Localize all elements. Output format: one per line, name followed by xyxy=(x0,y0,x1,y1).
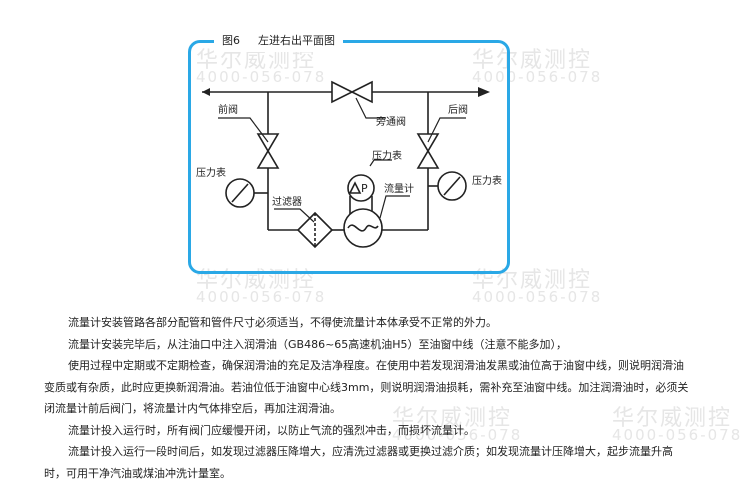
pressure-gauge-right-label: 压力表 xyxy=(472,174,502,187)
front-valve-label: 前阀 xyxy=(218,103,238,116)
differential-pressure-gauge-icon xyxy=(347,174,375,202)
filter-label: 过滤器 xyxy=(272,195,302,208)
paragraph: 使用过程中定期或不定期检查，确保润滑油的充足及洁净程度。在使用中若发现润滑油发黑… xyxy=(44,359,689,415)
bypass-valve-icon xyxy=(331,80,373,104)
inlet-arrow-icon xyxy=(202,88,210,96)
figure-number: 图6 xyxy=(222,34,240,47)
dp-gauge-leader xyxy=(369,159,392,167)
outlet-arrow-icon xyxy=(478,87,490,97)
filter-leader xyxy=(274,208,315,223)
figure-frame xyxy=(188,40,510,274)
paragraph: 流量计投入运行一段时间后，如发现过滤器压降增大，应清洗过滤器或更换过滤介质；如发… xyxy=(44,445,673,480)
rear-valve-icon xyxy=(416,133,440,169)
paragraph: 流量计安装完毕后，从注油口中注入润滑油（GB486~65高速机油H5）至油窗中线… xyxy=(68,337,568,351)
pressure-gauge-right-icon xyxy=(437,171,467,201)
pressure-gauge-mid-label: 压力表 xyxy=(372,149,402,162)
paragraph: 流量计安装管路各部分配管和管件尺寸必须适当，不得使流量计本体承受不正常的外力。 xyxy=(68,316,497,329)
flowmeter-label: 流量计 xyxy=(384,182,414,195)
filter-icon xyxy=(296,211,334,249)
bypass-valve-leader xyxy=(355,97,386,119)
piping-diagram: P 前阀 后阀 旁通阀 压力表 压力表 压力表 过滤器 流量计 xyxy=(196,80,502,249)
front-valve-leader xyxy=(218,117,269,143)
body-text: 流量计安装管路各部分配管和管件尺寸必须适当，不得使流量计本体承受不正常的外力。 … xyxy=(44,312,694,484)
flowmeter-leader xyxy=(379,195,410,219)
pressure-gauge-left-icon xyxy=(225,178,255,208)
figure-caption: 图6 左进右出平面图 xyxy=(214,28,343,52)
rear-valve-leader xyxy=(427,117,466,143)
paragraph: 流量计投入运行时，所有阀门应缓慢开闭，以防止气流的强烈冲击，而损坏流量计。 xyxy=(68,423,475,437)
bypass-valve-label: 旁通阀 xyxy=(376,115,406,128)
flowmeter-icon xyxy=(343,208,383,248)
front-valve-icon xyxy=(256,133,280,169)
pressure-gauge-left-label: 压力表 xyxy=(196,166,226,179)
rear-valve-label: 后阀 xyxy=(448,103,468,116)
dp-symbol-label: P xyxy=(361,182,368,195)
figure-title: 左进右出平面图 xyxy=(258,34,335,47)
